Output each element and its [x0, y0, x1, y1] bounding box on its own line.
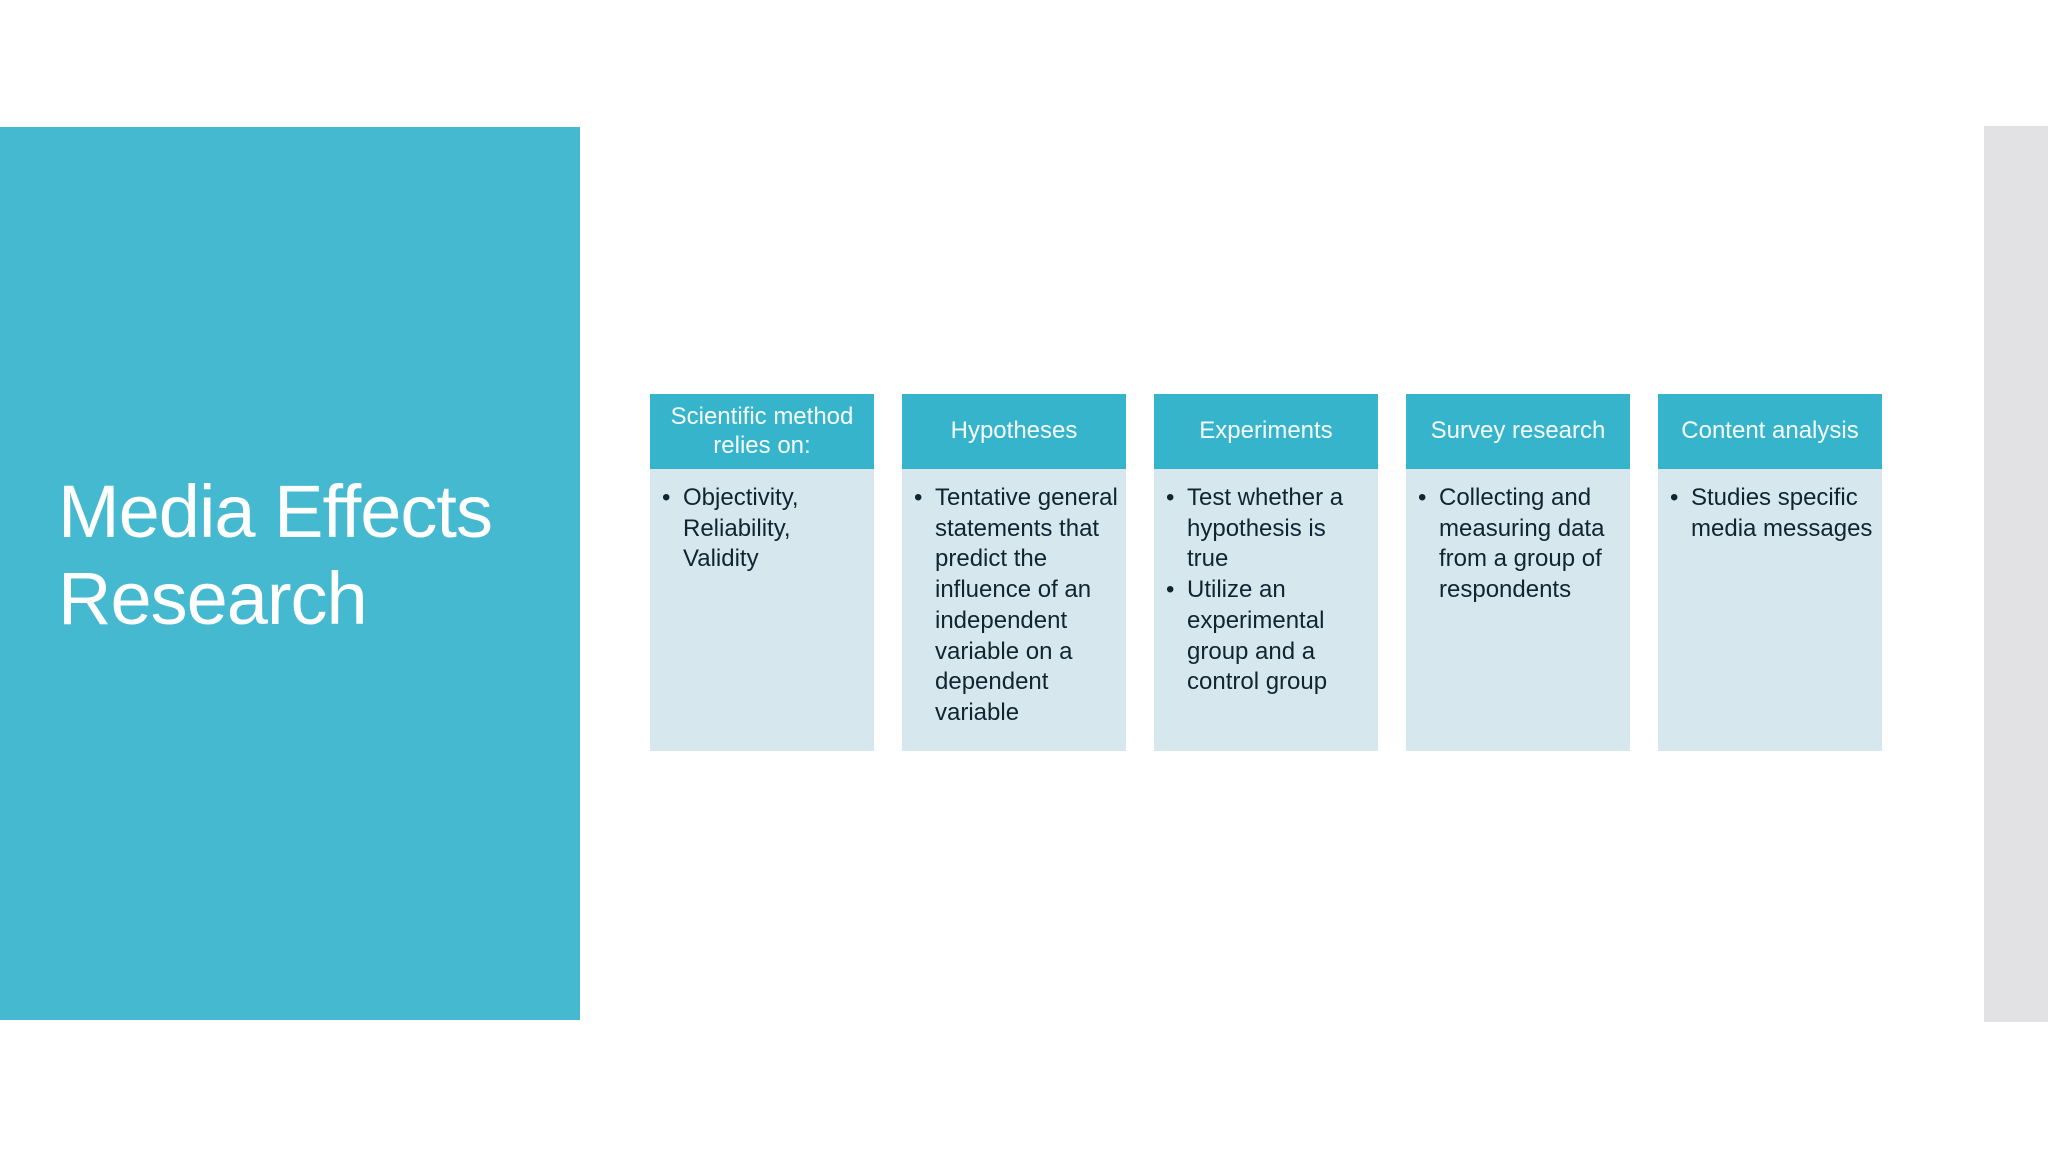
column-header: Experiments — [1154, 394, 1378, 469]
column-header: Hypotheses — [902, 394, 1126, 469]
column-header-line: Hypotheses — [950, 417, 1078, 445]
bullet-list: • Objectivity, Reliability, Validity — [662, 483, 866, 575]
column-body: • Objectivity, Reliability, Validity — [650, 469, 874, 751]
bullet-icon: • — [914, 484, 923, 511]
bullet-icon: • — [1670, 484, 1679, 511]
bullet-item: • Objectivity, Reliability, Validity — [662, 483, 866, 575]
bullet-list: • Studies specific media messages — [1670, 483, 1874, 544]
bullet-text: Utilize an experimental group and a cont… — [1187, 576, 1328, 696]
bullet-icon: • — [1166, 484, 1175, 511]
bullet-list: • Test whether a hypothesis is true • Ut… — [1166, 483, 1370, 698]
column-body: • Tentative general statements that pred… — [902, 469, 1126, 751]
bullet-list: • Collecting and measuring data from a g… — [1418, 483, 1622, 606]
column-header-line: Scientific method — [670, 402, 854, 430]
bullet-icon: • — [1166, 576, 1175, 604]
column-body: • Collecting and measuring data from a g… — [1406, 469, 1630, 751]
bullet-item: • Utilize an experimental group and a co… — [1166, 575, 1370, 698]
column-scientific-method: Scientific method relies on: • Objectivi… — [650, 394, 874, 751]
column-header-line: relies on: — [713, 431, 811, 459]
bullet-text: Collecting and measuring data from a gro… — [1439, 484, 1605, 604]
bullet-text: Studies specific media messages — [1691, 484, 1873, 542]
bullet-text: Objectivity, Reliability, Validity — [683, 484, 799, 573]
column-content-analysis: Content analysis • Studies specific medi… — [1658, 394, 1882, 751]
column-header: Scientific method relies on: — [650, 394, 874, 469]
columns-row: Scientific method relies on: • Objectivi… — [650, 394, 1882, 751]
bullet-item: • Studies specific media messages — [1670, 483, 1874, 544]
side-strip — [1984, 126, 2048, 1022]
title-panel — [0, 127, 580, 1020]
column-header-line: Experiments — [1199, 417, 1333, 445]
bullet-item: • Tentative general statements that pred… — [914, 483, 1118, 729]
bullet-icon: • — [662, 484, 671, 511]
column-header: Content analysis — [1658, 394, 1882, 469]
column-hypotheses: Hypotheses • Tentative general statement… — [902, 394, 1126, 751]
bullet-item: • Collecting and measuring data from a g… — [1418, 483, 1622, 606]
column-body: • Test whether a hypothesis is true • Ut… — [1154, 469, 1378, 751]
column-header: Survey research — [1406, 394, 1630, 469]
slide-title: Media Effects Research — [58, 470, 493, 641]
column-header-line: Survey research — [1430, 417, 1606, 445]
column-header-line: Content analysis — [1681, 417, 1859, 445]
bullet-icon: • — [1418, 484, 1427, 511]
bullet-list: • Tentative general statements that pred… — [914, 483, 1118, 729]
column-survey-research: Survey research • Collecting and measuri… — [1406, 394, 1630, 751]
bullet-text: Tentative general statements that predic… — [935, 484, 1118, 727]
bullet-item: • Test whether a hypothesis is true — [1166, 483, 1370, 575]
bullet-text: Test whether a hypothesis is true — [1187, 484, 1344, 573]
column-body: • Studies specific media messages — [1658, 469, 1882, 751]
column-experiments: Experiments • Test whether a hypothesis … — [1154, 394, 1378, 751]
